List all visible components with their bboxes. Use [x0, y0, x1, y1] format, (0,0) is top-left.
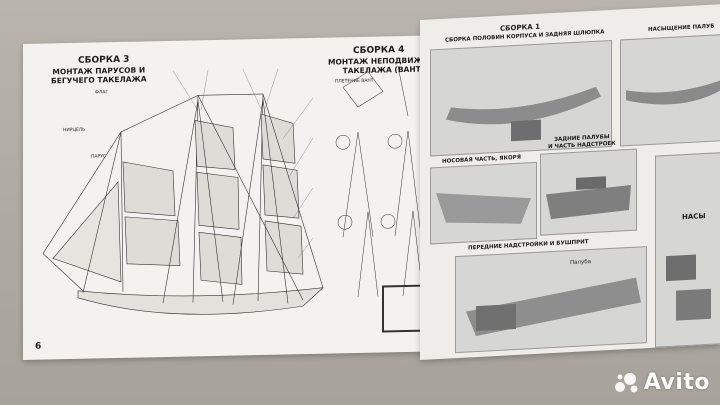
photo-right-column — [655, 152, 720, 348]
deck-photo-graphic — [626, 80, 720, 105]
left-page: СБОРКА 3 МОНТАЖ ПАРУСОВ И БЕГУЧЕГО ТАКЕЛ… — [23, 34, 460, 360]
assembly1-title: СБОРКА 1 — [500, 22, 541, 33]
label-sail: ПАРУС — [91, 154, 107, 160]
photo-deck-saturation — [620, 34, 720, 147]
assembly4-title: СБОРКА 4 — [353, 45, 405, 57]
avito-wordmark: Avito — [643, 370, 710, 395]
photo-rear-deck — [540, 148, 637, 236]
photo-hull-halves — [430, 39, 612, 157]
avito-logo-icon — [614, 372, 638, 392]
front-super-photo-graphic — [466, 277, 641, 337]
avito-watermark: Avito — [614, 370, 710, 395]
assembly3-subtitle: МОНТАЖ ПАРУСОВ И БЕГУЧЕГО ТАКЕЛАЖА — [51, 65, 147, 86]
nas-label: НАСЫ — [682, 212, 706, 222]
deck-saturation-caption: НАСЫЩЕНИЕ ПАЛУБ — [648, 23, 715, 34]
deck-label: Палуба — [570, 259, 592, 267]
hull-photo-graphic — [446, 86, 601, 142]
assembly3-title: СБОРКА 3 — [78, 54, 130, 66]
photo-bow-anchors — [430, 161, 537, 245]
right-page: СБОРКА 1 СБОРКА ПОЛОВИН КОРПУСА И ЗАДНЯЯ… — [420, 4, 720, 360]
left-page-drawings — [42, 66, 436, 333]
rear-deck-caption: ЗАДНИЕ ПАЛУБЫ И ЧАСТЬ НАДСТРОЕК — [548, 134, 616, 151]
page-number: 6 — [35, 341, 42, 352]
label-flag: ФЛАГ — [95, 90, 109, 96]
label-weaving: ПЛЕТЕНИЕ ВАНТ — [335, 78, 374, 85]
photo-front-super — [455, 246, 647, 354]
label-nirtsel: НИРЦЕЛЬ — [63, 127, 86, 134]
rear-deck-photo-graphic — [546, 176, 631, 220]
right-column-photo-graphic — [666, 254, 711, 321]
bow-photo-graphic — [436, 193, 531, 224]
